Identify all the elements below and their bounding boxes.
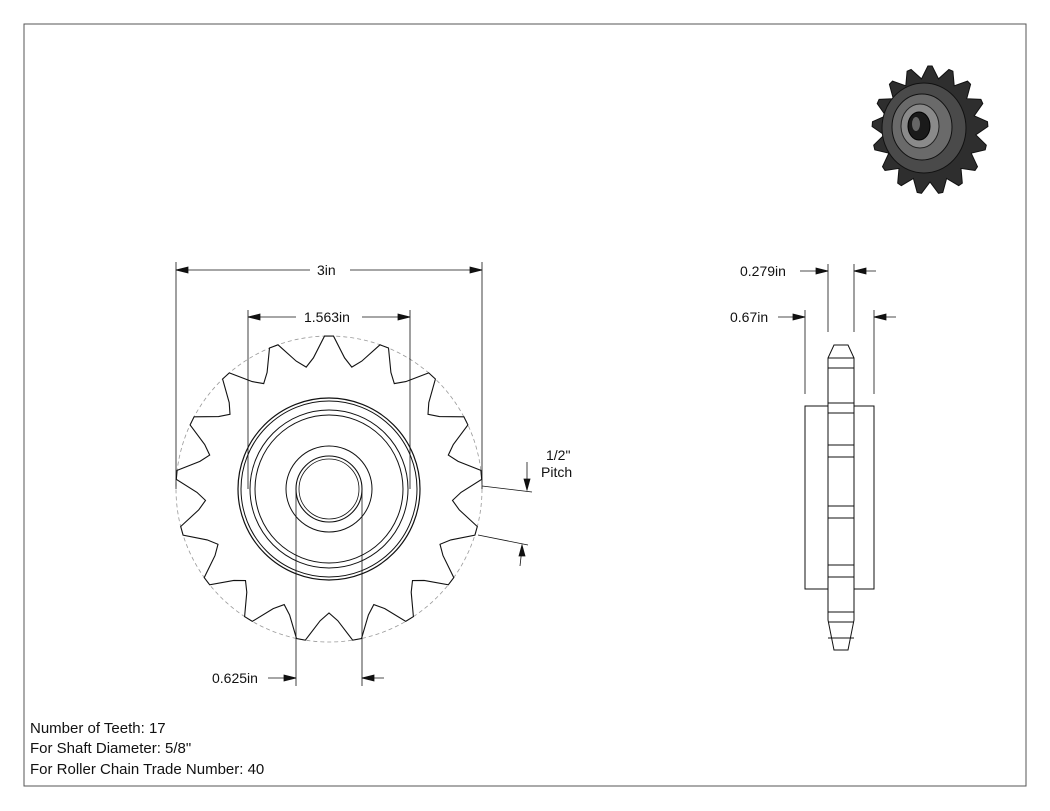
label-bore: 0.625in [210, 670, 260, 686]
note-chain-number: For Roller Chain Trade Number: 40 [30, 761, 265, 778]
pitch-circle [175, 335, 483, 643]
sheet-border [23, 23, 1027, 787]
sprocket-tooth-profile [175, 335, 483, 641]
label-pitch-value: 1/2" [544, 447, 573, 463]
hub-ring-3 [249, 409, 409, 569]
dimension-pitch [477, 462, 533, 567]
bore-circle [295, 455, 363, 523]
label-tooth-width: 0.279in [738, 263, 788, 279]
side-tooth-profile [827, 344, 855, 651]
bearing-inner-race [285, 445, 373, 533]
dimension-hub-diameter [247, 310, 411, 489]
sprocket-3d-render [871, 65, 989, 194]
hub-ring-4 [254, 414, 404, 564]
label-outer-diameter: 3in [315, 262, 338, 278]
front-view [175, 335, 483, 643]
label-hub-width: 0.67in [728, 309, 771, 325]
dimension-outer-diameter [175, 262, 483, 489]
hub-ring-outer [237, 397, 421, 581]
hub-ring-2 [240, 400, 418, 578]
label-pitch-word: Pitch [539, 464, 575, 480]
note-shaft-diameter: For Shaft Diameter: 5/8" [30, 740, 192, 757]
side-view [804, 344, 875, 651]
note-teeth-count: Number of Teeth: 17 [30, 720, 166, 737]
dimension-bore [268, 489, 384, 686]
bore-inner-edge [298, 458, 360, 520]
dimension-tooth-width [800, 264, 876, 332]
label-hub-diameter: 1.563in [302, 309, 352, 325]
iso-bore-shine [912, 117, 920, 131]
dimension-hub-width [778, 310, 896, 394]
